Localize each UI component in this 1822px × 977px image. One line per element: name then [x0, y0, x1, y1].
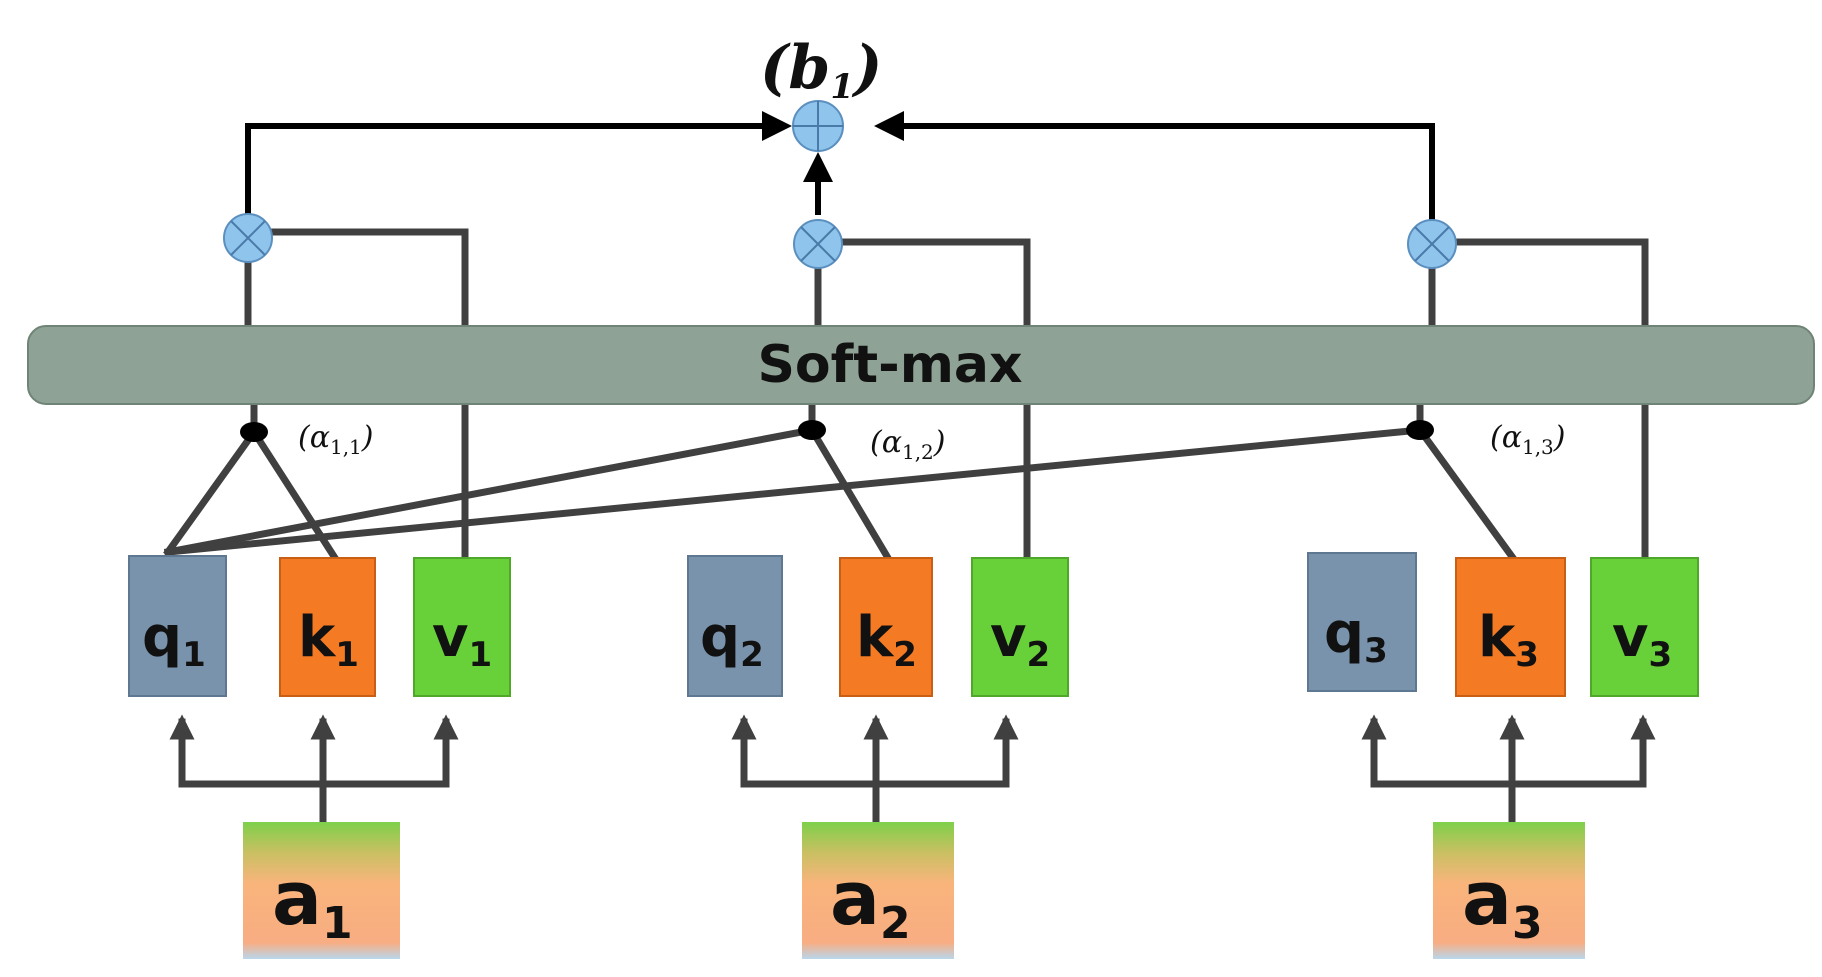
svg-text:q1: q1	[142, 605, 206, 675]
circle-times-icon	[1407, 219, 1457, 269]
query-box-1: q1	[128, 555, 227, 697]
output-label: (b1)	[760, 33, 882, 107]
output-connections	[245, 111, 1435, 228]
svg-text:q2: q2	[700, 605, 764, 675]
input-box-3: a3	[1433, 822, 1585, 959]
svg-text:a2: a2	[830, 856, 911, 949]
svg-text:a3: a3	[1462, 856, 1543, 949]
key-box-3: k3	[1455, 557, 1566, 697]
svg-text:k3: k3	[1478, 605, 1539, 675]
circle-times-icon	[223, 213, 273, 263]
score-connections	[163, 401, 1649, 563]
svg-text:k1: k1	[298, 605, 359, 675]
input-box-1: a1	[243, 822, 400, 959]
alpha-label-1-3: (α1,3)	[1490, 420, 1566, 459]
svg-text:v3: v3	[1612, 605, 1672, 675]
alpha-label-1-1: (α1,1)	[298, 420, 374, 459]
softmax-bar: Soft-max	[27, 325, 1815, 405]
svg-text:a1: a1	[272, 856, 353, 949]
query-box-3: q3	[1307, 552, 1417, 692]
value-box-3: v3	[1590, 557, 1699, 697]
circle-plus-icon	[792, 100, 844, 152]
input-box-2: a2	[802, 822, 954, 959]
alpha-junction-dot	[798, 420, 826, 440]
query-box-2: q2	[687, 555, 783, 697]
sum-arrow-left	[245, 111, 792, 228]
alpha-label-1-2: (α1,2)	[870, 425, 946, 464]
sum-arrow-right	[874, 111, 1435, 228]
group-2: q2 k2 v2 a2	[687, 555, 1069, 959]
key-box-2: k2	[839, 557, 933, 697]
value-box-2: v2	[971, 557, 1069, 697]
alpha-junction-dot	[1406, 420, 1434, 440]
circle-times-icon	[793, 219, 843, 269]
projection-arrows	[169, 714, 1656, 828]
svg-text:v1: v1	[432, 605, 492, 675]
svg-text:v2: v2	[990, 605, 1050, 675]
svg-text:k2: k2	[856, 605, 917, 675]
softmax-label: Soft-max	[757, 335, 1022, 395]
svg-text:q3: q3	[1324, 601, 1388, 671]
weighted-value-connections	[244, 228, 1649, 334]
group-1: q1 k1 v1 a1	[128, 555, 511, 959]
value-box-1: v1	[413, 557, 511, 697]
key-box-1: k1	[279, 557, 376, 697]
alpha-junction-dot	[240, 422, 268, 442]
group-3: q3 k3 v3 a3	[1307, 552, 1699, 959]
